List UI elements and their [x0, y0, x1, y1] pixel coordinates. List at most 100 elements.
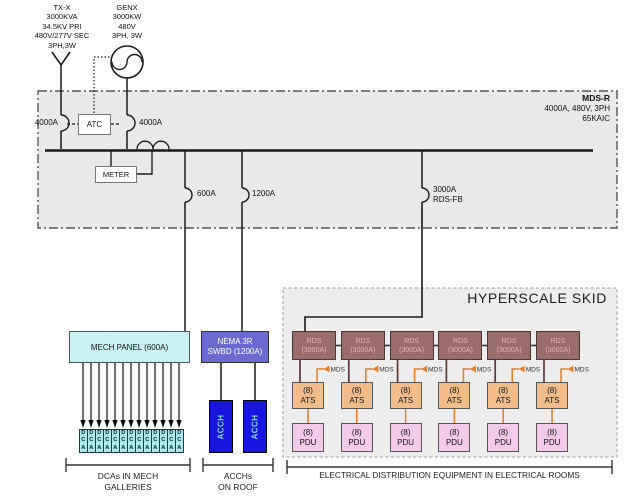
mds-rating: 4000A, 480V, 3PH: [544, 103, 610, 113]
dca-letter: C: [121, 437, 126, 444]
dca-letter: D: [161, 429, 166, 436]
generator-kw: 3000KW: [112, 12, 142, 22]
ats-unit-label: ATS: [544, 395, 560, 405]
mds-source-tag: MDS: [331, 367, 346, 374]
arrow-down-icon: [144, 420, 150, 428]
dca-letter: C: [129, 437, 134, 444]
rds-unit: RDS(3000A): [487, 331, 532, 360]
arrow-down-icon: [96, 420, 102, 428]
skid-caption: ELECTRICAL DISTRIBUTION EQUIPMENT IN ELE…: [319, 470, 580, 480]
dca-caption: DCAs IN MECH GALLERIES: [68, 471, 188, 492]
mds-arrow-icon: [421, 365, 428, 373]
mds-arrow-icon: [372, 365, 379, 373]
dca-caption-line1: DCAs IN MECH: [97, 471, 159, 481]
rds-unit-label: (3000A): [447, 346, 473, 354]
nema-swbd-line2: SWBD (1200A): [207, 347, 263, 356]
pdu-unit: (8)PDU: [389, 423, 422, 452]
skid-title: HYPERSCALE SKID: [467, 290, 607, 306]
dca-letter: C: [145, 437, 150, 444]
pdu-unit: (8)PDU: [340, 423, 373, 452]
acch-caption: ACCHs ON ROOF: [203, 471, 273, 492]
pdu-unit: (8)PDU: [438, 423, 471, 452]
dca-letter: C: [153, 437, 158, 444]
rds-unit: RDS(3000A): [292, 331, 336, 360]
dca-letter: A: [113, 444, 118, 451]
dca-letter: C: [113, 437, 118, 444]
mds-arrow-icon: [323, 365, 330, 373]
acch-bracket: [202, 458, 274, 472]
mds-source-tag: MDS: [477, 367, 492, 374]
pdu-unit-label: PDU: [494, 437, 512, 447]
dca-letter: A: [161, 444, 166, 451]
dca-letter: A: [153, 444, 158, 451]
dca-letter: D: [153, 429, 158, 436]
dca-letter: A: [137, 444, 142, 451]
mds-source-wire: [364, 368, 373, 382]
mech-panel-box: MECH PANEL (600A): [69, 331, 190, 363]
rds-unit-label: (3000A): [350, 346, 376, 354]
main-breaker-right-icon: [126, 114, 136, 132]
arrow-down-icon: [168, 420, 174, 428]
rds-unit: RDS(3000A): [389, 331, 434, 360]
generator-label: GENX 3000KW 480V 3PH, 3W: [95, 3, 159, 41]
mds-source-wire: [413, 368, 422, 382]
pdu-unit: (8)PDU: [292, 423, 324, 452]
main-breaker-left-icon: [60, 114, 70, 132]
mds-source-tag: MDS: [526, 367, 541, 374]
arrow-down-icon: [152, 420, 158, 428]
ats-unit: (8)ATS: [487, 382, 520, 409]
pdu-unit-label: PDU: [348, 437, 366, 447]
dca-letter: A: [129, 444, 134, 451]
ats-unit-label: ATS: [300, 395, 316, 405]
pdu-unit-label: (8): [547, 427, 557, 437]
arrow-down-icon: [128, 420, 134, 428]
transformer-wye-icon: [51, 51, 71, 67]
rds-unit-label: (3000A): [301, 346, 327, 354]
rds-unit-label: RDS: [404, 337, 419, 345]
ats-unit-label: (8): [498, 385, 509, 395]
dca-letter: D: [137, 429, 142, 436]
ats-unit: (8)ATS: [340, 382, 373, 409]
nema-swbd-box: NEMA 3R SWBD (1200A): [201, 331, 269, 363]
ats-unit: (8)ATS: [438, 382, 471, 409]
meter-label: METER: [102, 170, 130, 179]
rds-unit-label: RDS: [501, 337, 517, 345]
pdu-unit-label: (8): [303, 427, 313, 437]
mds-arrow-icon: [469, 365, 476, 373]
transformer-secondary: 480V/277V SEC: [34, 31, 90, 41]
dca-letter: C: [137, 437, 142, 444]
ats-unit-label: (8): [351, 385, 362, 395]
dca-letter: A: [177, 444, 182, 451]
mds-arrow-icon: [567, 365, 574, 373]
ats-unit: (8)ATS: [536, 382, 568, 409]
rds-unit-label: RDS: [550, 337, 566, 345]
dca-letter: D: [177, 429, 182, 436]
pdu-unit-label: (8): [449, 427, 460, 437]
rds-unit-label: RDS: [355, 337, 371, 345]
dca-letter: A: [121, 444, 126, 451]
mech-panel-label: MECH PANEL (600A): [90, 342, 169, 352]
ats-unit-label: (8): [449, 385, 460, 395]
ats-unit-label: (8): [400, 385, 411, 395]
rds-unit-label: (3000A): [496, 346, 522, 354]
transformer-phase: 3PH,3W: [48, 40, 76, 50]
pdu-unit-label: PDU: [543, 437, 561, 447]
rds-unit: RDS(3000A): [340, 331, 385, 360]
transformer-label: TX-X 3000KVA 34.5KV PRI 480V/277V SEC 3P…: [8, 3, 116, 50]
dca-letter: A: [105, 444, 110, 451]
arrow-down-icon: [176, 420, 182, 428]
skid-bracket: [286, 460, 613, 474]
arrow-down-icon: [88, 420, 94, 428]
ats-unit-label: ATS: [398, 395, 414, 405]
ct-icon: [136, 140, 170, 150]
feeder-3000a-name: RDS-FB: [433, 195, 463, 204]
acch-caption-line2: ON ROOF: [218, 481, 258, 492]
acch-unit: ACCH: [209, 400, 233, 453]
feeder-600a-breaker-icon: [184, 187, 193, 203]
dca-letter: D: [169, 429, 174, 436]
feeder-3000a-breaker-icon: [421, 187, 430, 203]
ats-unit: (8)ATS: [389, 382, 422, 409]
ats-unit-label: ATS: [446, 395, 462, 405]
mds-source-tag: MDS: [575, 367, 590, 374]
